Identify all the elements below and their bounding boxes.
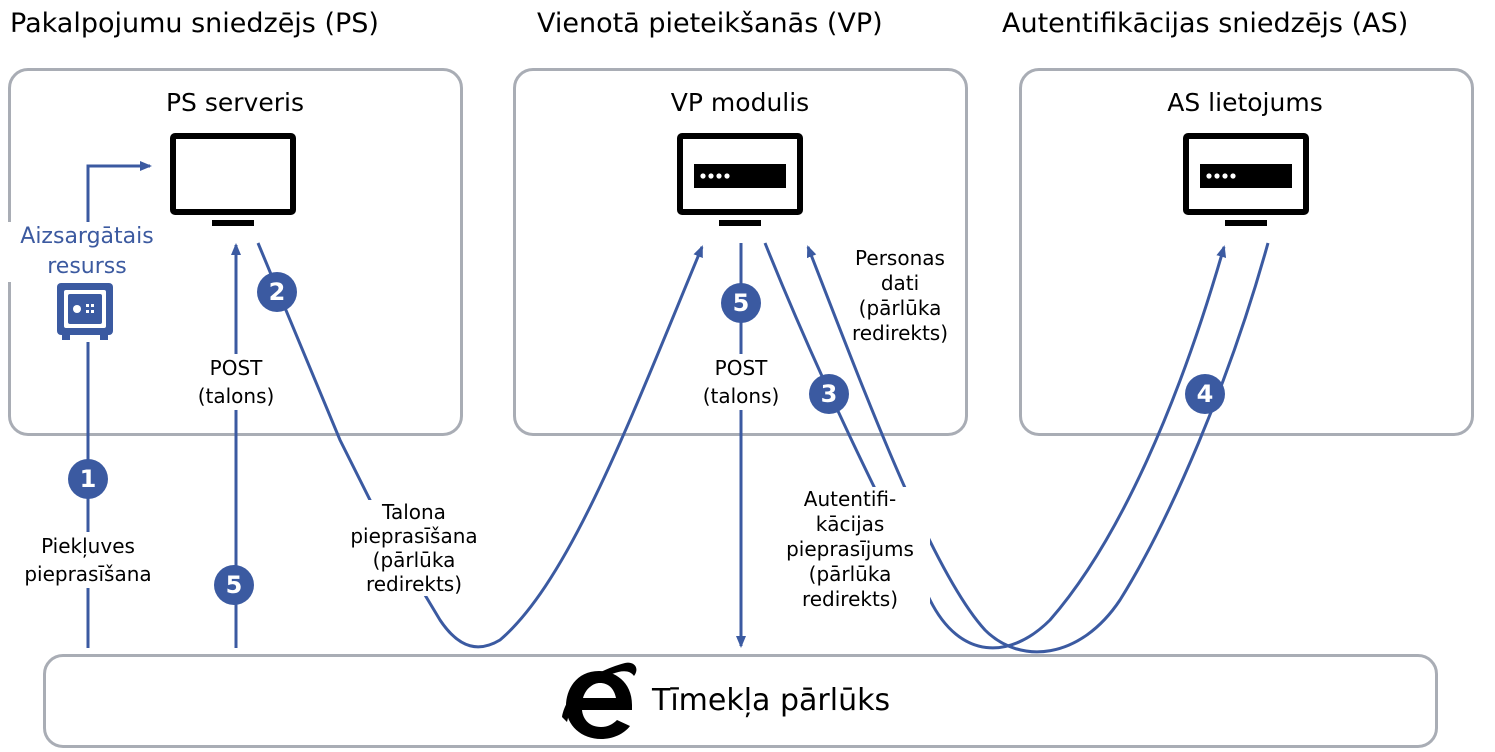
step-4-badge: 4 (1185, 374, 1225, 414)
auth-request-label: Autentifi- kācijas pieprasījums (pārlūka… (770, 487, 930, 612)
vp-monitor-icon (677, 133, 803, 226)
step-2-badge: 2 (257, 272, 297, 312)
token-request-line-1: Talona (382, 500, 446, 524)
heading-authentication-provider: Autentifikācijas sniedzējs (AS) (1002, 8, 1409, 39)
access-to-server-arrow (86, 161, 152, 228)
token-request-arrow (256, 242, 704, 649)
access-request-label: Piekļuves pieprasīšana (12, 532, 164, 588)
protected-resource-line-1: Aizsargātais (20, 224, 154, 249)
personal-data-line-1: Personas (855, 246, 945, 270)
auth-request-line-5: redirekts) (801, 587, 899, 611)
access-request-line-2: pieprasīšana (24, 562, 152, 586)
auth-request-arrow (763, 242, 1227, 650)
step-3-badge: 3 (809, 374, 849, 414)
heading-single-sign-on: Vienotā pieteikšanās (VP) (537, 8, 883, 39)
personal-data-line-4: redirekts) (851, 321, 949, 345)
as-box (1019, 68, 1474, 436)
vp-module-title: VP modulis (670, 88, 810, 117)
as-monitor-icon (1183, 133, 1309, 226)
post-vp-line-1: POST (714, 356, 768, 380)
post-ps-line-1: POST (209, 356, 263, 380)
as-application-title: AS lietojums (1167, 88, 1323, 117)
step-5-vp-badge: 5 (721, 283, 761, 323)
post-token-ps-label: POST (talons) (178, 354, 294, 410)
personal-data-arrow (806, 242, 1270, 654)
post-token-vp-label: POST (talons) (683, 354, 799, 410)
protected-resource-label: Aizsargātais resurss (2, 222, 172, 282)
browser-e-icon (562, 662, 637, 739)
post-vp-line-2: (talons) (702, 384, 780, 408)
auth-request-line-2: kācijas (815, 512, 885, 536)
heading-service-provider: Pakalpojumu sniedzējs (PS) (10, 8, 379, 39)
safe-icon (57, 283, 113, 340)
token-request-line-4: redirekts) (365, 572, 463, 596)
auth-request-line-4: (pārlūka (808, 562, 892, 586)
ps-server-title: PS serveris (165, 88, 304, 117)
auth-request-line-1: Autentifi- (803, 487, 897, 511)
step-1-badge: 1 (68, 459, 108, 499)
token-request-label: Talona pieprasīšana (pārlūka redirekts) (338, 500, 490, 596)
post-ps-line-2: (talons) (197, 384, 275, 408)
auth-request-line-3: pieprasījums (786, 537, 914, 561)
ps-monitor-icon (170, 133, 296, 226)
personal-data-line-3: (pārlūka (858, 296, 942, 320)
access-request-line-1: Piekļuves (41, 534, 135, 558)
browser-label: Tīmekļa pārlūks (652, 683, 891, 718)
token-request-line-2: pieprasīšana (350, 524, 478, 548)
browser-box (43, 654, 1438, 748)
personal-data-label: Personas dati (pārlūka redirekts) (836, 246, 964, 346)
protected-resource-line-2: resurss (47, 254, 127, 279)
token-request-line-3: (pārlūka (372, 548, 456, 572)
step-5-ps-badge: 5 (214, 565, 254, 605)
personal-data-line-2: dati (880, 271, 920, 295)
